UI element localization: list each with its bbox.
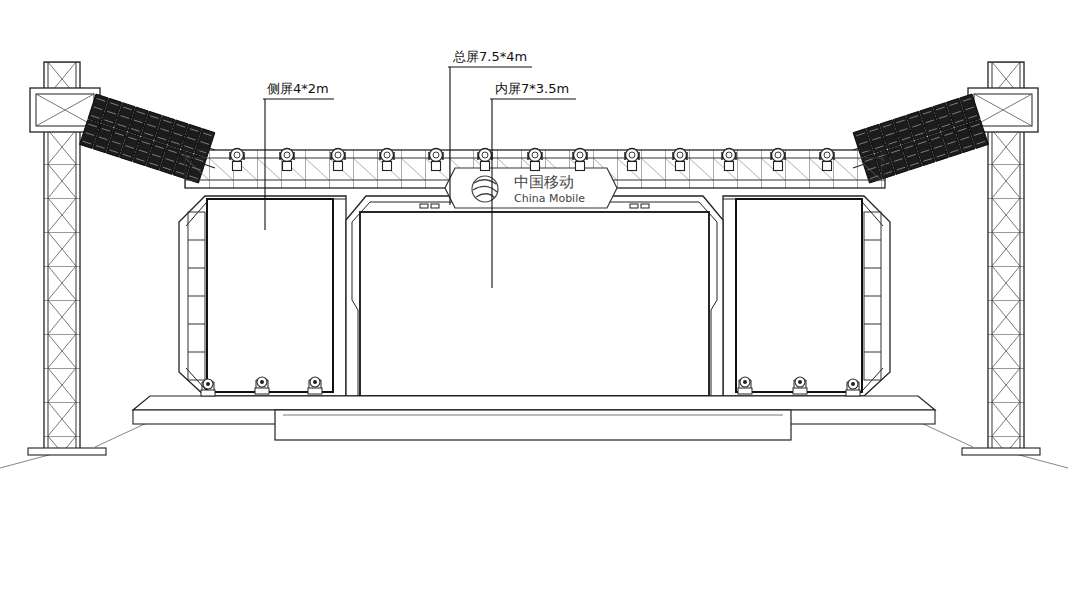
logo-text: 中国移动 <box>514 174 574 191</box>
dimension-label: 总屏7.5*4m <box>453 50 527 65</box>
logo-text: China Mobile <box>514 193 585 206</box>
dimension-label: 侧屏4*2m <box>267 82 329 97</box>
dimension-label: 内屏7*3.5m <box>495 82 569 97</box>
